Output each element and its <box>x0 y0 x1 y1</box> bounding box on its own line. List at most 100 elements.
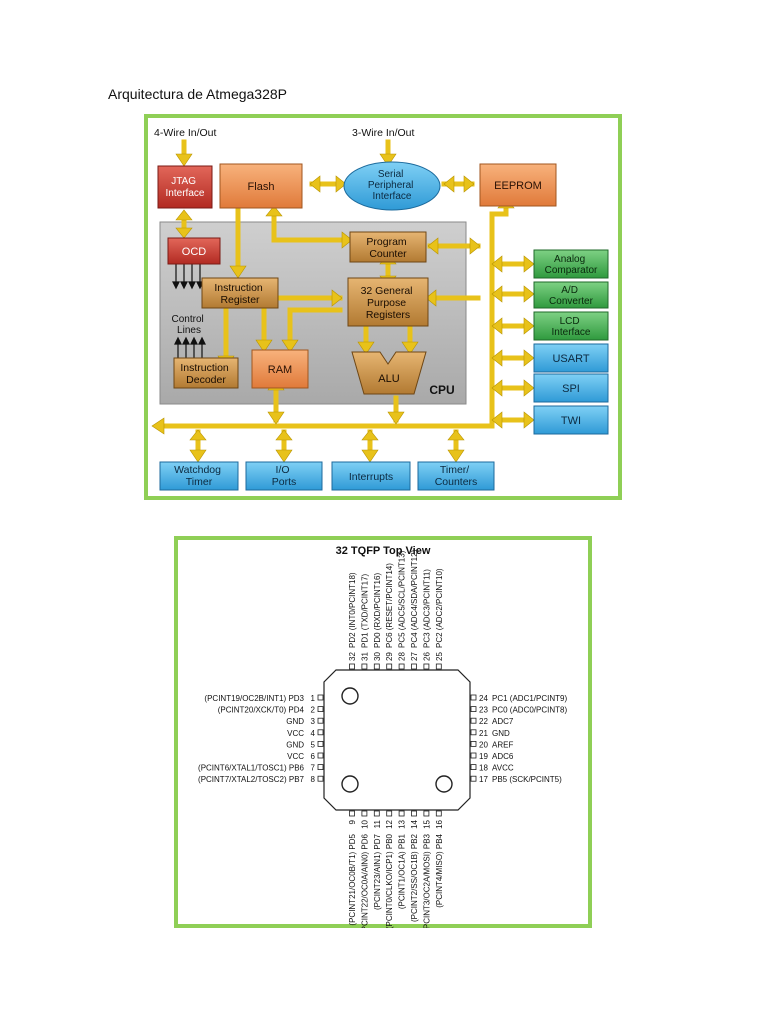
pin-label: (PCINT3/OC2A/MOSI) PB3 <box>422 833 431 928</box>
pin-number: 31 <box>360 652 369 661</box>
pin-pad <box>435 663 442 670</box>
svg-text:Timer/ Counters: Timer/ Counters <box>435 464 478 488</box>
pin1-marker-icon <box>341 687 359 705</box>
pin-number: 16 <box>435 819 444 828</box>
svg-text:USART: USART <box>552 353 589 365</box>
svg-text:Interrupts: Interrupts <box>349 471 393 483</box>
pin-label: PC6 (RESET/PCINT14) <box>385 563 394 648</box>
timer-counters-block: Timer/ Counters <box>417 461 495 491</box>
pin-12: 12(PCINT0/CLKO/ICP1) PB0 <box>385 810 394 928</box>
pin-number: 8 <box>311 775 316 784</box>
pin-label: PC4 (ADC4/SDA/PCINT12) <box>410 549 419 648</box>
bottom-pins: 9 (PCINT21/OC0B/T1) PD510(PCINT22/OC0A/AI… <box>348 810 444 928</box>
pin-number: 10 <box>360 819 369 828</box>
pin-4: 4 VCC <box>287 729 324 738</box>
pin-14: 14(PCINT2/SS/OC1B) PB2 <box>410 810 419 922</box>
pin-16: 16 (PCINT4/MISO) PB4 <box>435 810 444 908</box>
pin-pad <box>423 663 430 670</box>
pin-number: 32 <box>348 652 357 661</box>
svg-text:Serial Peripheral: Serial Peripheral Interface <box>368 169 416 202</box>
pin-number: 28 <box>398 652 407 661</box>
pin-label: AVCC <box>492 764 514 773</box>
control-lines-label: Control Lines <box>171 314 206 336</box>
pin-pad <box>411 810 417 817</box>
chip-marker-icon <box>435 775 453 793</box>
svg-text:32 General Purpose: 32 General Purpose Registers <box>361 285 416 321</box>
interrupts-block: Interrupts <box>331 461 411 491</box>
pin-number: 7 <box>311 764 316 773</box>
pin-number: 12 <box>385 819 394 828</box>
pin-label: (PCINT1/OC1A) PB1 <box>398 833 407 909</box>
pin-label: PC5 (ADC5/SCL/PCINT13) <box>398 550 407 648</box>
svg-text:Program Counter: Program Counter <box>366 236 409 260</box>
pin-pad <box>470 706 477 713</box>
pin-label: (PCINT2/SS/OC1B) PB2 <box>410 833 419 922</box>
general-purpose-registers-block: 32 General Purpose Registers <box>347 277 429 327</box>
svg-text:Instruction Decoder: Instruction Decoder <box>180 362 231 386</box>
pin-pad <box>423 810 430 817</box>
pin-15: 15(PCINT3/OC2A/MOSI) PB3 <box>422 810 431 928</box>
pin-pad <box>317 717 324 724</box>
pin-11: 11(PCINT23/AIN1) PD7 <box>373 810 382 910</box>
pin-label: PD0 (RXD/PCINT16) <box>373 573 382 648</box>
architecture-diagram: 4-Wire In/Out 3-Wire In/Out JTAG Interfa… <box>144 114 622 500</box>
pin-pad <box>317 706 324 713</box>
pin-13: 13(PCINT1/OC1A) PB1 <box>398 810 407 909</box>
usart-block: USART <box>533 343 609 373</box>
pin-number: 1 <box>311 694 316 703</box>
pin-label: PC3 (ADC3/PCINT11) <box>422 569 431 648</box>
pin-number: 21 <box>479 729 488 738</box>
pin-number: 6 <box>311 752 316 761</box>
pin-pad <box>386 810 393 817</box>
pinout-title: 32 TQFP Top View <box>336 545 431 557</box>
pin-9: 9 (PCINT21/OC0B/T1) PD5 <box>348 810 357 926</box>
chip-marker-icon <box>341 775 359 793</box>
pin-1: 1(PCINT19/OC2B/INT1) PD3 <box>204 694 324 703</box>
pin-label: (PCINT21/OC0B/T1) PD5 <box>348 833 357 925</box>
pin-number: 4 <box>311 729 316 738</box>
pin-label: PB5 (SCK/PCINT5) <box>492 775 562 784</box>
pin-label: (PCINT7/XTAL2/TOSC2) PB7 <box>198 775 305 784</box>
pin-label: (PCINT4/MISO) PB4 <box>435 833 444 907</box>
pin-label: VCC <box>287 729 304 738</box>
jtag-interface-block: JTAG Interface <box>157 165 213 209</box>
lcd-interface-block: LCD Interface <box>533 311 609 341</box>
pin-pad <box>349 663 355 670</box>
tqfp-pinout-diagram: 32 TQFP Top View 1(PCINT19/OC2B/INT1) PD… <box>174 536 592 928</box>
pin-number: 23 <box>479 706 488 715</box>
pin-pad <box>317 694 324 701</box>
pin-10: 10(PCINT22/OC0A/AIN0) PD6 <box>360 810 369 928</box>
pin-pad <box>373 810 380 817</box>
pin-number: 9 <box>348 819 357 824</box>
svg-text:SPI: SPI <box>562 383 580 395</box>
svg-text:LCD Interface: LCD Interface <box>552 316 591 338</box>
pin-label: AREF <box>492 740 513 749</box>
eeprom-top-block: EEPROM <box>479 163 557 207</box>
pin-number: 24 <box>479 694 488 703</box>
pin-8: 8 (PCINT7/XTAL2/TOSC2) PB7 <box>198 775 324 784</box>
pin-pad <box>470 752 477 759</box>
pin-label: PC2 (ADC2/PCINT10) <box>435 568 444 648</box>
pin-pad <box>386 663 393 670</box>
pin-number: 11 <box>373 819 382 828</box>
pin-pad <box>317 775 324 782</box>
pin-pad <box>398 810 405 817</box>
serial-peripheral-interface-block: Serial Peripheral Interface <box>343 161 441 211</box>
pin-label: PD2 (INT0/PCINT18) <box>348 572 357 648</box>
pin-pad <box>411 663 417 670</box>
pin-pad <box>470 694 477 701</box>
svg-text:Watchdog Timer: Watchdog Timer <box>174 464 224 488</box>
io-ports-block: I/O Ports <box>245 461 323 491</box>
svg-text:I/O Ports: I/O Ports <box>272 464 297 488</box>
pin-label: ADC7 <box>492 717 514 726</box>
pin-number: 22 <box>479 717 488 726</box>
